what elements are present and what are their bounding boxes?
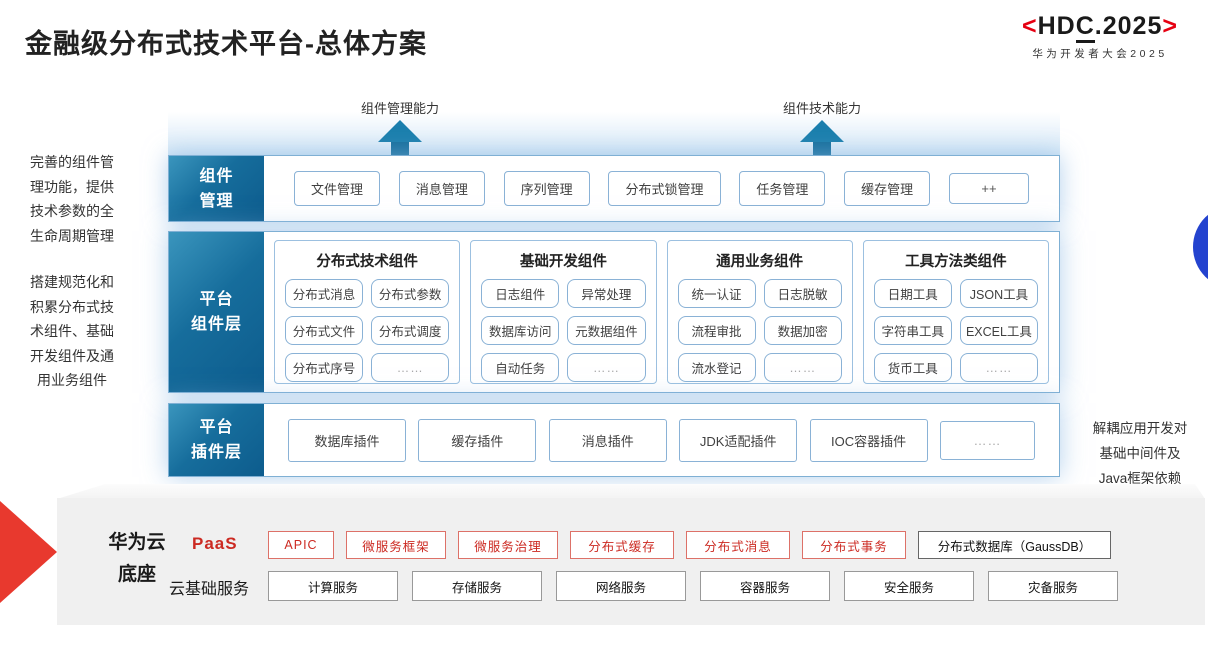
arrow-label: 组件管理能力 (360, 101, 439, 116)
component-chip: 流程审批 (677, 316, 756, 345)
group-tool-methods: 工具方法类组件 日期工具 JSON工具 字符串工具 EXCEL工具 货币工具 …… (862, 240, 1049, 384)
group-basic-dev: 基础开发组件 日志组件 异常处理 数据库访问 元数据组件 自动任务 …… (470, 240, 657, 384)
iaas-service-box: 计算服务 (268, 571, 398, 601)
iaas-label: 云基础服务 (169, 581, 250, 598)
logo-year: .2025 (1094, 12, 1163, 40)
layer-label: 平台 插件层 (169, 404, 264, 476)
plugin-chip: 数据库插件 (288, 418, 406, 462)
component-chip: 分布式参数 (371, 279, 450, 308)
annotation-component-mgmt: 完善的组件管 理功能，提供 技术参数的全 生命周期管理 (30, 154, 114, 244)
component-chip: 自动任务 (481, 353, 560, 382)
annotation-components: 搭建规范化和 积累分布式技 术组件、基础 开发组件及通 用业务组件 (30, 274, 114, 388)
layer-component-mgmt: 组件 管理 文件管理 消息管理 序列管理 分布式锁管理 任务管理 缓存管理 ++ (168, 155, 1060, 222)
hdc-logo-text: <HDC.2025> (1000, 12, 1200, 43)
paas-service-box: 微服务治理 (458, 531, 558, 559)
layer-label: 组件 管理 (169, 156, 264, 221)
component-chip-ellipsis: …… (959, 353, 1038, 382)
component-chip: 分布式锁管理 (608, 171, 721, 206)
component-chip-ellipsis: …… (763, 353, 842, 382)
iaas-service-box: 灾备服务 (988, 571, 1118, 601)
paas-service-box: APIC (268, 531, 334, 559)
plugin-chip: 消息插件 (548, 418, 667, 462)
plugin-chip: 缓存插件 (418, 418, 537, 462)
cloud-basic-services-row: 计算服务 存储服务 网络服务 容器服务 安全服务 灾备服务 (268, 571, 1118, 601)
page-title: 金融级分布式技术平台-总体方案 (25, 29, 427, 59)
component-chip: 缓存管理 (844, 171, 931, 206)
layer-label: 平台 组件层 (169, 232, 264, 392)
component-chip: 任务管理 (739, 171, 826, 206)
component-chip: 序列管理 (503, 171, 590, 206)
component-chip: 流水登记 (677, 353, 756, 382)
foundation-top-face (57, 484, 1205, 499)
group-title: 基础开发组件 (519, 254, 607, 270)
paas-label: PaaS (192, 534, 238, 553)
group-grid: 日志组件 异常处理 数据库访问 元数据组件 自动任务 …… (471, 277, 655, 392)
group-grid: 日期工具 JSON工具 字符串工具 EXCEL工具 货币工具 …… (864, 277, 1048, 392)
component-chip-ellipsis: …… (371, 353, 450, 382)
foundation-label: 华为云 底座 (108, 532, 166, 585)
group-common-business: 通用业务组件 统一认证 日志脱敏 流程审批 数据加密 流水登记 …… (666, 240, 853, 384)
group-title: 工具方法类组件 (905, 254, 1007, 270)
layer-content: 数据库插件 缓存插件 消息插件 JDK适配插件 IOC容器插件 …… (264, 404, 1059, 476)
up-arrow-icon (800, 120, 844, 142)
group-grid: 分布式消息 分布式参数 分布式文件 分布式调度 分布式序号 …… (275, 277, 459, 392)
component-chip: 异常处理 (567, 279, 646, 308)
plugin-chip: IOC容器插件 (809, 418, 928, 462)
paas-service-box: 分布式缓存 (570, 531, 674, 559)
component-chip: 分布式文件 (285, 316, 364, 345)
hdc-logo-subtitle: 华为开发者大会2025 (1032, 48, 1168, 60)
paas-service-box: 分布式事务 (802, 531, 906, 559)
component-chip: JSON工具 (959, 279, 1038, 308)
iaas-service-box: 网络服务 (556, 571, 686, 601)
component-chip: 日志脱敏 (763, 279, 842, 308)
hdc-logo: <HDC.2025> 华为开发者大会2025 (1000, 12, 1200, 61)
huawei-cloud-foundation: 华为云 底座 PaaS 云基础服务 APIC 微服务框架 微服务治理 分布式缓存… (57, 498, 1205, 625)
group-title: 通用业务组件 (716, 254, 804, 270)
paas-service-box: 分布式消息 (686, 531, 790, 559)
logo-c-underlined: C (1075, 12, 1095, 43)
component-chip: 分布式序号 (285, 353, 364, 382)
iaas-service-box: 安全服务 (844, 571, 974, 601)
layer-platform-plugins: 平台 插件层 数据库插件 缓存插件 消息插件 JDK适配插件 IOC容器插件 …… (168, 403, 1060, 477)
component-chip: 分布式调度 (371, 316, 450, 345)
paas-service-box: 微服务框架 (346, 531, 446, 559)
logo-right-bracket: > (1162, 12, 1178, 40)
component-chip: 货币工具 (873, 353, 952, 382)
component-chip-ellipsis: …… (567, 353, 646, 382)
component-chip: 数据加密 (763, 316, 842, 345)
component-chip-plus: ++ (948, 173, 1029, 204)
component-chip: 消息管理 (398, 171, 485, 206)
layer-platform-components: 平台 组件层 分布式技术组件 分布式消息 分布式参数 分布式文件 分布式调度 分… (168, 231, 1060, 393)
component-chip: 字符串工具 (873, 316, 952, 345)
component-chip: EXCEL工具 (959, 316, 1038, 345)
gaussdb-box: 分布式数据库（GaussDB） (918, 531, 1111, 559)
component-chip: 日期工具 (873, 279, 952, 308)
blue-circle-decoration (1193, 205, 1208, 289)
blue-haze-gradient (168, 112, 1060, 156)
component-chip: 数据库访问 (481, 316, 560, 345)
layer-content: 分布式技术组件 分布式消息 分布式参数 分布式文件 分布式调度 分布式序号 ……… (264, 232, 1059, 392)
component-chip: 文件管理 (294, 171, 381, 206)
component-chip: 统一认证 (677, 279, 756, 308)
layer-content: 文件管理 消息管理 序列管理 分布式锁管理 任务管理 缓存管理 ++ (264, 156, 1059, 221)
logo-hd: HD (1037, 12, 1076, 40)
plugin-chip: JDK适配插件 (679, 418, 798, 462)
logo-left-bracket: < (1022, 12, 1038, 40)
component-chip: 日志组件 (481, 279, 560, 308)
component-chip: 元数据组件 (567, 316, 646, 345)
group-title: 分布式技术组件 (316, 254, 418, 270)
component-chip: 分布式消息 (285, 279, 364, 308)
arrow-label: 组件技术能力 (782, 101, 861, 116)
group-distributed-tech: 分布式技术组件 分布式消息 分布式参数 分布式文件 分布式调度 分布式序号 …… (274, 240, 461, 384)
up-arrow-icon (378, 120, 422, 142)
red-chevron-icon (0, 501, 57, 603)
paas-services-row: APIC 微服务框架 微服务治理 分布式缓存 分布式消息 分布式事务 分布式数据… (268, 531, 1111, 559)
plugin-chip-ellipsis: …… (939, 420, 1035, 460)
iaas-service-box: 容器服务 (700, 571, 830, 601)
iaas-service-box: 存储服务 (412, 571, 542, 601)
annotation-decouple: 解耦应用开发对 基础中间件及 Java框架依赖 (1092, 421, 1188, 486)
group-grid: 统一认证 日志脱敏 流程审批 数据加密 流水登记 …… (668, 277, 852, 392)
